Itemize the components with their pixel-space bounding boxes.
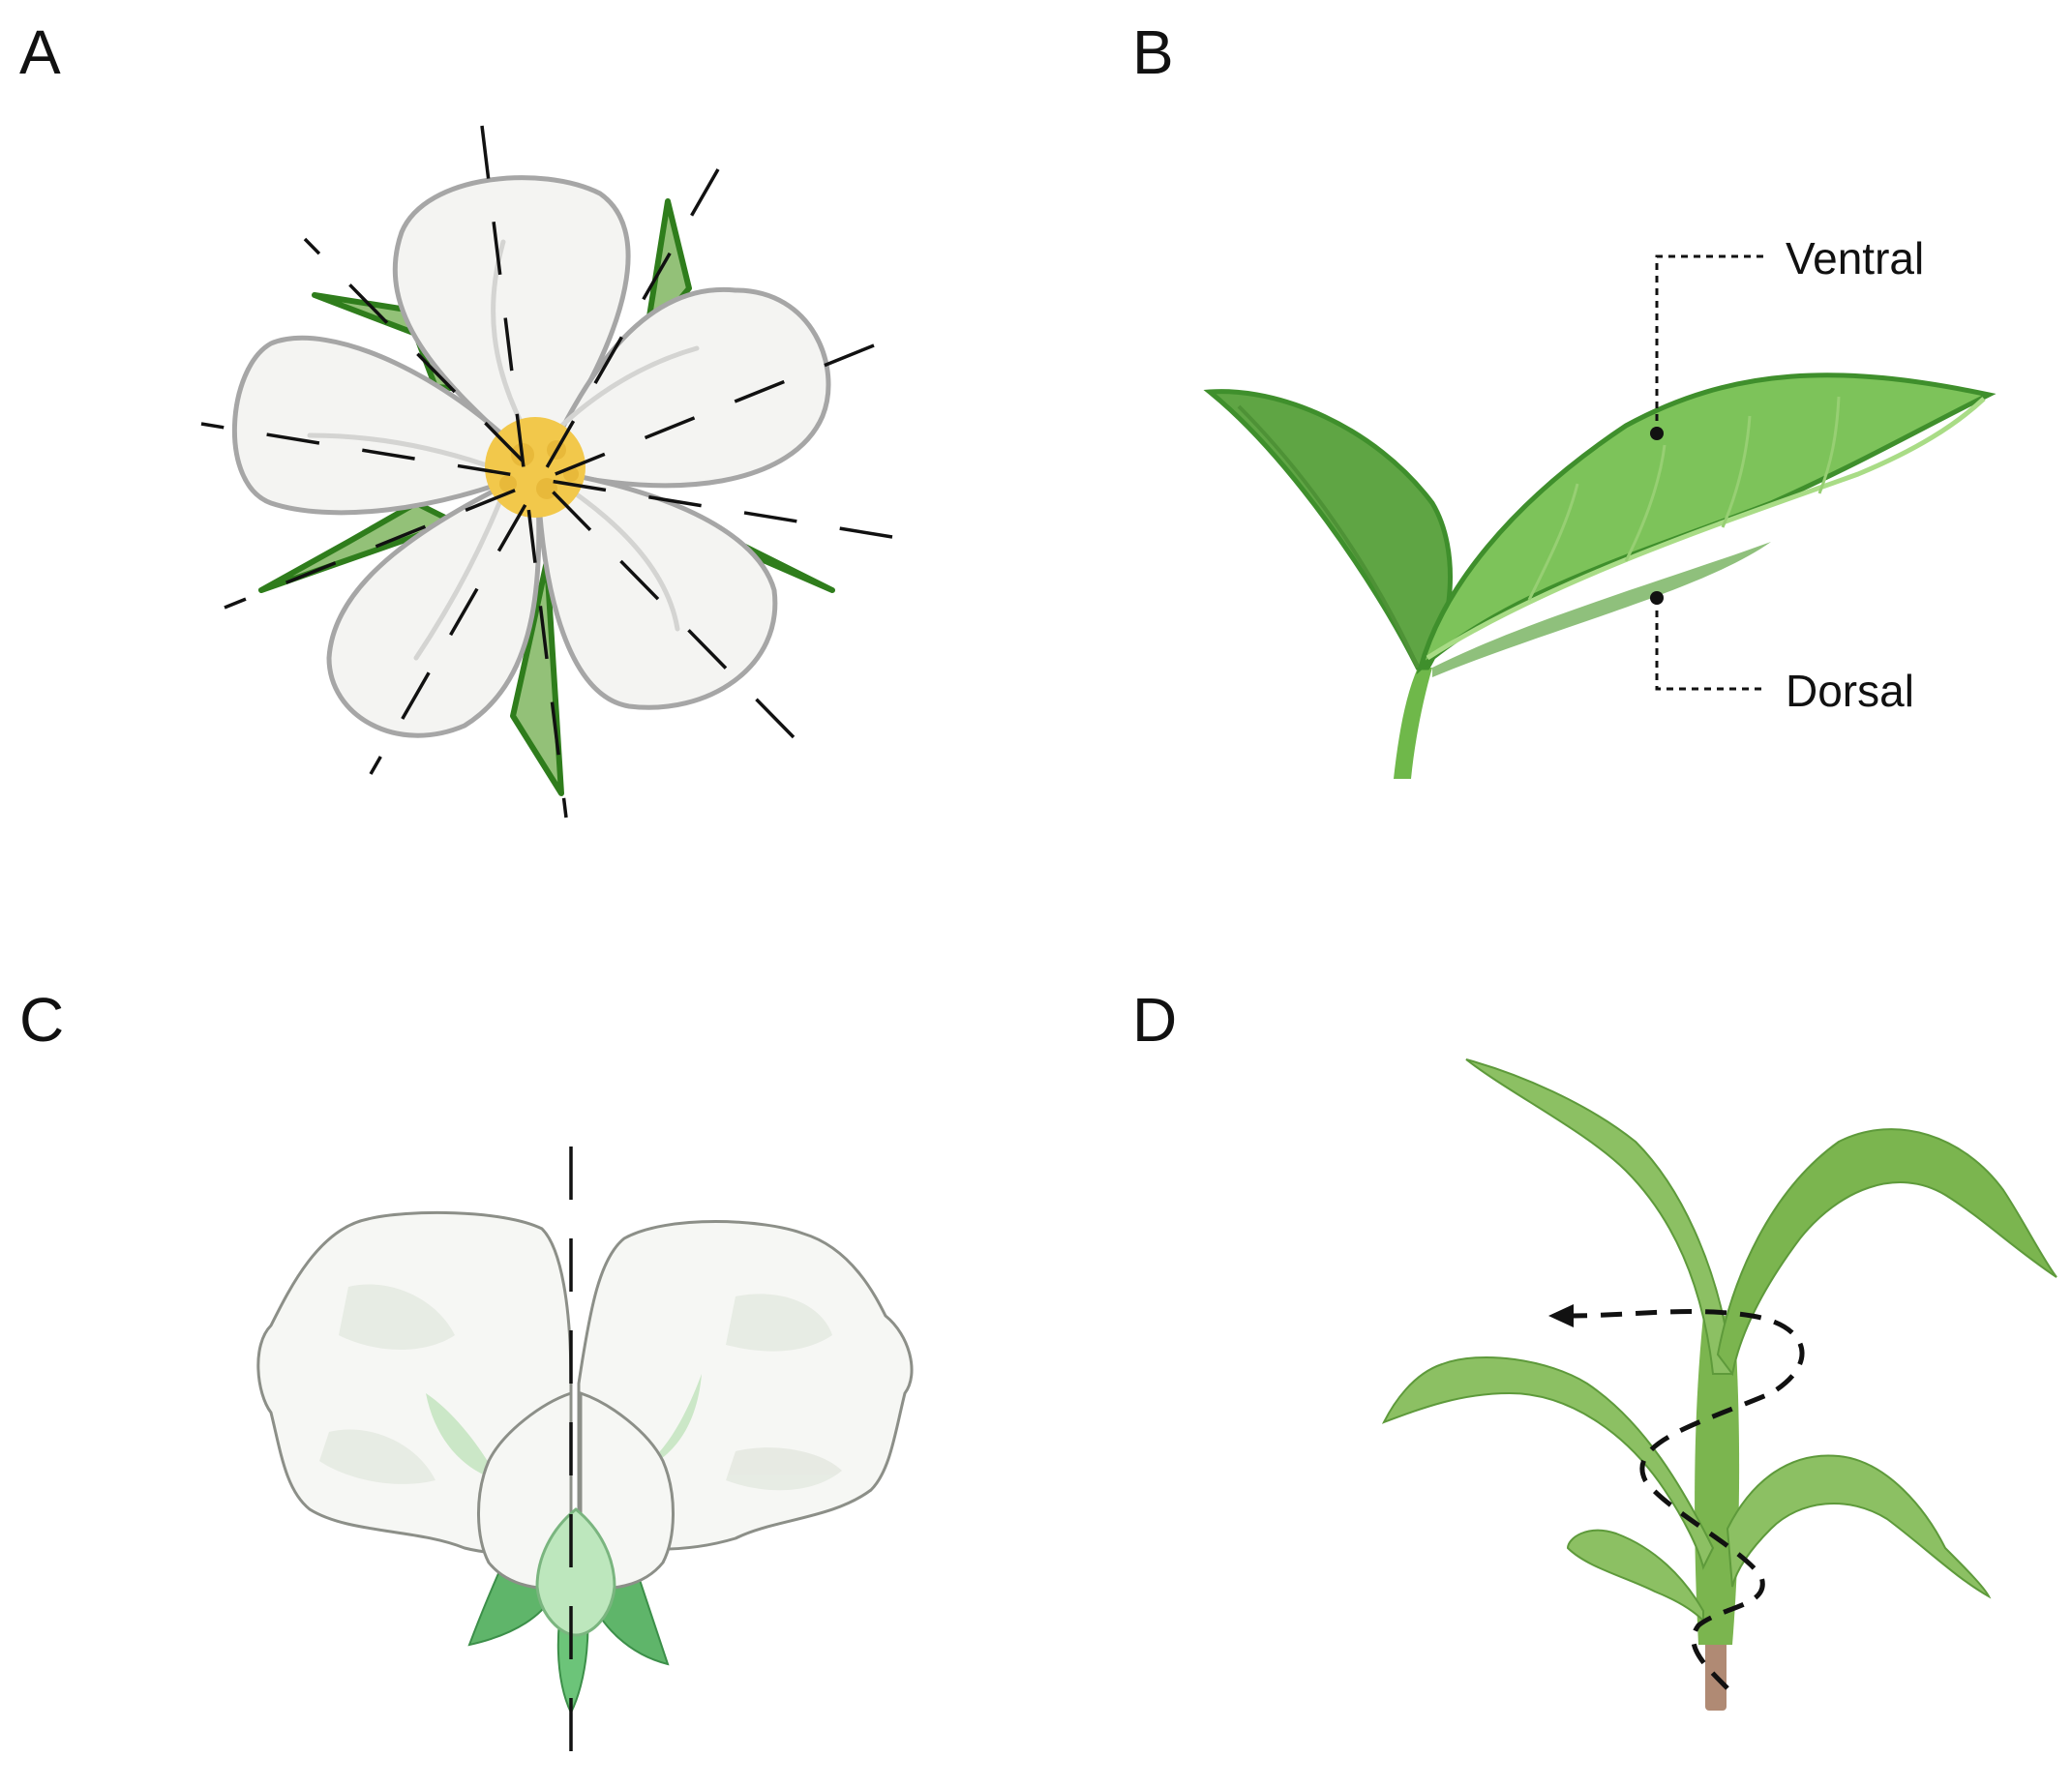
panel-b-letter: B: [1132, 17, 1174, 87]
maize-leaf: [1566, 1529, 1704, 1623]
leaf-stem: [1394, 668, 1432, 779]
dorsal-callout: Dorsal: [1650, 591, 1914, 716]
bilateral-flower: [256, 1147, 914, 1766]
leaf-drawing: [1203, 372, 1997, 779]
panel-d: D: [1132, 985, 2057, 1711]
petal-veins: [307, 239, 700, 661]
panel-b: B Ventral: [1132, 17, 1997, 779]
panel-a-letter: A: [19, 17, 61, 87]
secondary-veins: [1527, 396, 1841, 601]
maize-plant: [1381, 1058, 2057, 1711]
symmetry-axis: [369, 168, 720, 775]
panel-a: A: [19, 17, 893, 819]
maize-leaf: [1716, 1128, 2057, 1377]
petal: [232, 335, 542, 516]
maize-leaf: [1381, 1355, 1715, 1570]
symmetry-axis: [303, 237, 796, 739]
symmetry-axis: [480, 125, 568, 819]
midrib: [1426, 397, 1986, 661]
symmetry-axis: [224, 343, 875, 610]
radial-flower: [200, 125, 893, 819]
petal: [393, 175, 631, 473]
wing-right: [579, 1390, 675, 1591]
spiral-arrowhead: [1548, 1304, 1574, 1327]
keel: [535, 1507, 616, 1637]
maize-leaves: [1381, 1058, 2057, 1623]
petal-shading: [319, 1284, 842, 1491]
sepal: [510, 558, 564, 796]
ventral-label: Ventral: [1786, 233, 1924, 283]
petal: [534, 466, 778, 710]
stem-base: [1705, 1635, 1727, 1711]
symmetry-axis: [200, 422, 893, 539]
small-leaf: [1203, 389, 1453, 670]
radial-symmetry-axes: [200, 125, 893, 819]
panel-d-letter: D: [1132, 985, 1177, 1055]
large-leaf: [1416, 372, 1997, 675]
phyllotaxy-spiral: [1572, 1309, 1805, 1690]
panel-c-letter: C: [19, 985, 64, 1055]
wing-petals: [477, 1390, 675, 1591]
panel-c: C: [19, 985, 914, 1766]
maize-leaf: [1726, 1454, 1992, 1599]
wing-left: [477, 1390, 573, 1591]
ventral-callout: Ventral: [1650, 233, 1924, 440]
maize-leaf: [1465, 1058, 1734, 1375]
dorsal-label: Dorsal: [1786, 666, 1914, 716]
